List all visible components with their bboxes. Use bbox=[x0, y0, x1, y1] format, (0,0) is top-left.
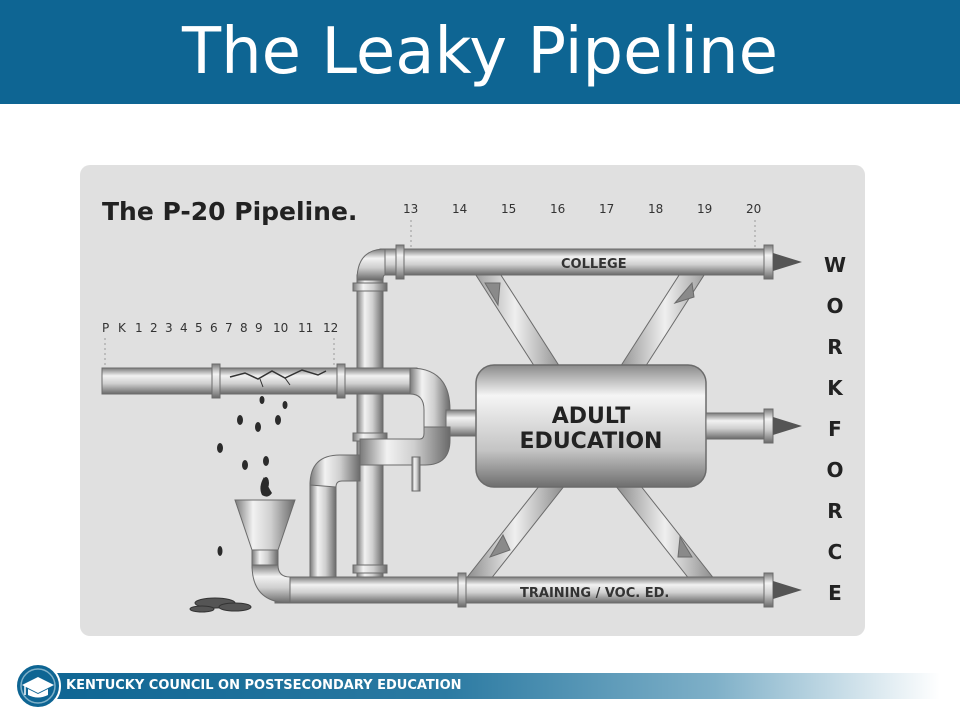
grade-label: 5 bbox=[195, 321, 203, 335]
grade-label: 10 bbox=[273, 321, 288, 335]
grade-label: K bbox=[118, 321, 127, 335]
leak-drops bbox=[217, 396, 288, 556]
workforce-letter: F bbox=[828, 417, 842, 441]
lower-grade-labels: P K 1 2 3 4 5 6 7 8 9 10 11 12 bbox=[102, 321, 338, 335]
adult-education-label-2: EDUCATION bbox=[520, 429, 663, 454]
grade-label: 17 bbox=[599, 202, 614, 216]
arrow-icon bbox=[773, 581, 802, 599]
grade-label: 12 bbox=[323, 321, 338, 335]
footer-bar bbox=[40, 673, 940, 699]
grade-label: 11 bbox=[298, 321, 313, 335]
workforce-letter: W bbox=[824, 253, 846, 277]
grade-label: 18 bbox=[648, 202, 663, 216]
footer-org-name: KENTUCKY COUNCIL ON POSTSECONDARY EDUCAT… bbox=[66, 678, 462, 693]
workforce-letter: R bbox=[827, 335, 842, 359]
grade-label: 9 bbox=[255, 321, 263, 335]
workforce-letter: O bbox=[826, 458, 843, 482]
k12-pipe bbox=[101, 367, 418, 395]
upper-grade-labels: 13 14 15 16 17 18 19 20 bbox=[403, 202, 761, 216]
slide-title: The Leaky Pipeline bbox=[182, 15, 778, 89]
arrow-icon bbox=[773, 417, 802, 435]
title-bar bbox=[0, 0, 960, 104]
grade-label: 8 bbox=[240, 321, 248, 335]
college-label: COLLEGE bbox=[561, 257, 627, 272]
workforce-letter: C bbox=[828, 540, 843, 564]
grade-label: 16 bbox=[550, 202, 565, 216]
grade-label: 13 bbox=[403, 202, 418, 216]
workforce-letter: E bbox=[828, 581, 842, 605]
grade-label: 4 bbox=[180, 321, 188, 335]
diagram-panel bbox=[80, 165, 865, 636]
pipe-crack bbox=[229, 369, 327, 380]
p20-pipeline-diagram: The P-20 Pipeline. 13 14 15 16 17 18 19 … bbox=[80, 165, 865, 636]
workforce-letters: W O R K F O R C E bbox=[824, 253, 846, 605]
workforce-letter: O bbox=[826, 294, 843, 318]
grade-label: 15 bbox=[501, 202, 516, 216]
workforce-arrows bbox=[773, 253, 802, 599]
adult-education-label-1: ADULT bbox=[552, 404, 631, 429]
workforce-letter: K bbox=[827, 376, 844, 400]
vertical-pipe bbox=[356, 274, 384, 586]
training-label: TRAINING / VOC. ED. bbox=[520, 586, 669, 601]
grade-label: 2 bbox=[150, 321, 158, 335]
grade-label: 3 bbox=[165, 321, 173, 335]
diagram-heading: The P-20 Pipeline. bbox=[102, 197, 357, 226]
grade-label: 1 bbox=[135, 321, 143, 335]
grade-label: 7 bbox=[225, 321, 233, 335]
grade-label: 6 bbox=[210, 321, 218, 335]
diagonal-pipes bbox=[463, 257, 717, 581]
grade-label: 19 bbox=[697, 202, 712, 216]
grade-label: 20 bbox=[746, 202, 761, 216]
workforce-letter: R bbox=[827, 499, 842, 523]
arrow-icon bbox=[773, 253, 802, 271]
grade-label: 14 bbox=[452, 202, 467, 216]
cpe-logo-icon bbox=[15, 663, 61, 709]
grade-label: P bbox=[102, 321, 109, 335]
puddle bbox=[189, 597, 252, 613]
